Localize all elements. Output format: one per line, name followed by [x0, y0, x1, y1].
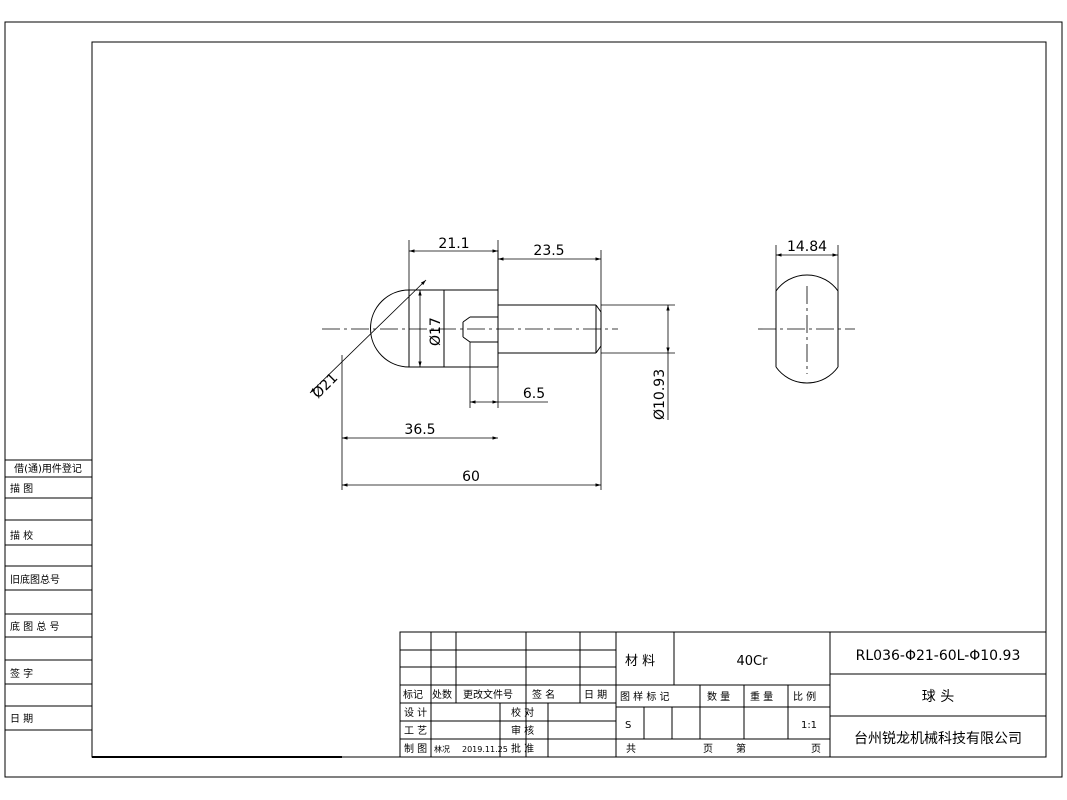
material-value: 40Cr [737, 654, 769, 669]
quantity-label: 数 量 [707, 690, 730, 703]
weight-label: 重 量 [750, 690, 773, 703]
page-label-2: 页 [811, 743, 821, 755]
sheet-label: 第 [736, 742, 746, 755]
dim-23-5 [498, 250, 602, 312]
side-row-2: 描 校 [10, 529, 33, 542]
dim-phi10-93-label: Ø10.93 [652, 369, 668, 420]
dim-phi21 [309, 279, 427, 394]
dim-60-label: 60 [462, 469, 480, 485]
rev-header-doc: 更改文件号 [463, 688, 513, 701]
side-row-5: 签 字 [10, 667, 33, 680]
dim-23-5-label: 23.5 [533, 243, 564, 259]
role-review: 审 核 [511, 724, 534, 737]
dim-36-5 [341, 355, 498, 490]
side-row-3: 旧底图总号 [10, 573, 60, 586]
role-approve: 批 准 [511, 742, 534, 755]
drawing-number: RL036-Φ21-60L-Φ10.93 [856, 648, 1021, 664]
scale-value: 1:1 [801, 720, 817, 731]
side-registration-table [5, 459, 92, 731]
part-name: 球 头 [922, 689, 954, 705]
drawn-date: 2019.11.25 [462, 745, 508, 754]
company-name: 台州锐龙机械科技有限公司 [854, 731, 1022, 747]
total-label: 共 [626, 743, 636, 755]
role-proofread: 校 对 [511, 706, 534, 719]
role-process: 工 艺 [404, 725, 427, 737]
dim-6-5 [469, 342, 548, 408]
dim-phi17-label: Ø17 [428, 317, 444, 346]
rev-header-mark: 标记 [403, 689, 423, 701]
dim-14-84-label: 14.84 [787, 239, 827, 255]
rev-header-sign: 签 名 [532, 688, 555, 701]
dim-6-5-label: 6.5 [523, 386, 545, 402]
side-row-6: 日 期 [10, 713, 33, 725]
drawn-by: 林况 [434, 744, 450, 754]
material-label: 材 料 [625, 654, 655, 669]
dim-36-5-label: 36.5 [404, 422, 435, 438]
side-row-1: 描 图 [10, 482, 33, 495]
outer-border [4, 21, 1063, 778]
mark-label: 图 样 标 记 [620, 690, 670, 703]
dim-14-84 [775, 245, 839, 291]
dim-phi10-93 [601, 304, 675, 420]
dim-phi21-label: Ø21 [310, 370, 342, 402]
mark-value: S [625, 720, 631, 731]
rev-header-qty: 处数 [432, 688, 452, 701]
side-row-4: 底 图 总 号 [10, 620, 60, 633]
rev-header-date: 日 期 [584, 689, 607, 701]
part-front-view [370, 250, 602, 368]
side-table-title: 借(通)用件登记 [14, 462, 82, 475]
dim-60 [342, 346, 602, 490]
role-drawn: 制 图 [404, 742, 427, 755]
scale-label: 比 例 [793, 690, 816, 703]
page-label: 页 [703, 743, 713, 755]
role-design: 设 计 [404, 706, 427, 719]
title-block-grid [399, 631, 1047, 758]
dim-21-1-label: 21.1 [438, 236, 469, 252]
